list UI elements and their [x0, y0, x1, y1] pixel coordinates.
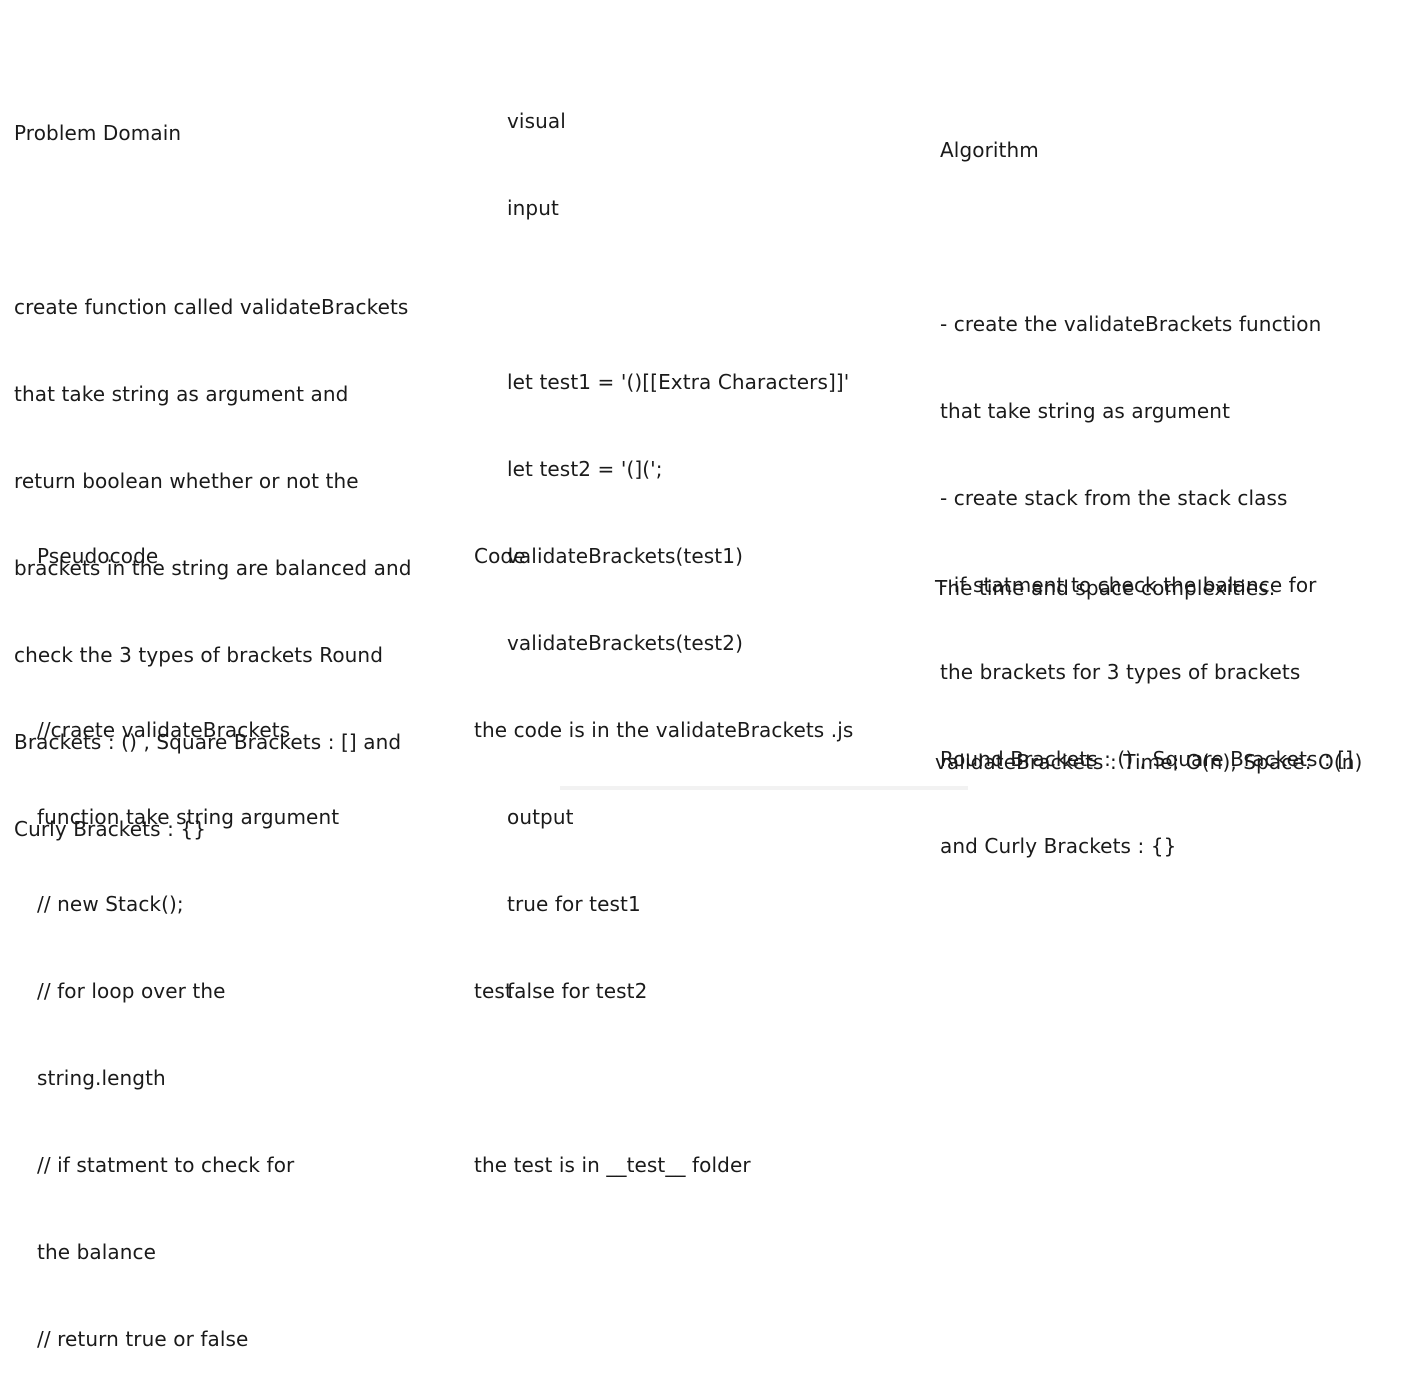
input-code-line: let test1 = '()[[Extra Characters]]' [507, 370, 850, 394]
blank-line [507, 281, 849, 310]
visual-input-note: visual input let test1 = '()[[Extra Char… [507, 49, 849, 1035]
problem-domain-text: that take string as argument and [14, 382, 349, 406]
blank-line [474, 1064, 853, 1093]
algorithm-step: Round Brackets : () , Square Brackets : … [940, 747, 1354, 771]
pseudocode-line: // for loop over the [37, 979, 226, 1003]
test-heading: test [474, 979, 513, 1003]
algorithm-step: the brackets for 3 types of brackets [940, 660, 1301, 684]
pseudocode-line: // new Stack(); [37, 892, 184, 916]
pseudocode-line: //craete validateBrackets [37, 718, 291, 742]
blank-line [940, 223, 1353, 252]
problem-domain-text: create function called validateBrackets [14, 295, 409, 319]
pseudocode-note: Pseudocode //craete validateBrackets fun… [37, 484, 339, 1383]
visual-heading: visual [507, 109, 566, 133]
test-location-text: the test is in __test__ folder [474, 1153, 751, 1177]
algorithm-heading: Algorithm [940, 138, 1039, 162]
blank-line [474, 803, 853, 832]
input-code-line: validateBrackets(test2) [507, 631, 743, 655]
algorithm-step: that take string as argument [940, 399, 1231, 423]
blank-line [37, 629, 339, 658]
problem-domain-text: brackets in the string are balanced and [14, 556, 412, 580]
blank-line [474, 890, 853, 919]
complexity-note: The time and space complexities: validat… [935, 516, 1362, 806]
pseudocode-line: function take string argument [37, 805, 340, 829]
blank-line [474, 629, 853, 658]
pseudocode-line: the balance [37, 1240, 157, 1264]
pseudocode-line: // if statment to check for [37, 1153, 295, 1177]
bottom-scroll-shadow [560, 786, 968, 790]
complexity-value: validateBrackets : Time: O(n), Space: O(… [935, 750, 1363, 774]
blank-line [14, 206, 412, 235]
problem-domain-text: return boolean whether or not the [14, 469, 359, 493]
problem-domain-heading: Problem Domain [14, 121, 182, 145]
code-location-text: the code is in the validateBrackets .js [474, 718, 854, 742]
input-heading: input [507, 196, 559, 220]
code-heading: Code [474, 544, 526, 568]
algorithm-step: - create stack from the stack class [940, 486, 1288, 510]
input-code-line: validateBrackets(test1) [507, 544, 743, 568]
pseudocode-line: // return true or false [37, 1327, 249, 1351]
code-note: Code the code is in the validateBrackets… [474, 484, 853, 1209]
algorithm-step: and Curly Brackets : {} [940, 834, 1177, 858]
pseudocode-heading: Pseudocode [37, 544, 159, 568]
blank-line [935, 661, 1362, 690]
complexity-heading: The time and space complexities: [935, 576, 1276, 600]
input-code-line: let test2 = '(]('; [507, 457, 663, 481]
algorithm-step: - if statment to check the balance for [940, 573, 1317, 597]
problem-domain-text: Brackets : () , Square Brackets : [] and [14, 730, 402, 754]
problem-domain-text: check the 3 types of brackets Round [14, 643, 384, 667]
problem-domain-note: Problem Domain create function called va… [14, 61, 412, 873]
pseudocode-line: string.length [37, 1066, 166, 1090]
algorithm-step: - create the validateBrackets function [940, 312, 1322, 336]
